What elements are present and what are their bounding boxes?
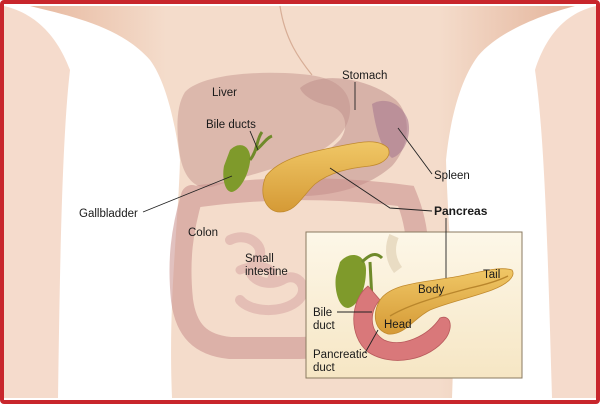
gallbladder [223,145,251,192]
pancreas-inset: Tail Body Head Bile duct Pancreatic duct [305,231,523,379]
pancreas-label: Pancreas [434,204,488,218]
leader-lines [142,82,433,213]
stomach-label: Stomach [342,70,387,82]
inset-pancreatic-duct-label-line1: Pancreatic [313,349,368,361]
inset-head-label: Head [384,319,412,331]
small-intestine-label-line1: Small [245,253,274,265]
inset-body-label: Body [418,284,444,296]
inset-bile-duct-label-line2: duct [313,320,336,332]
pancreas-main [262,141,390,213]
inset-gallbladder [335,255,366,308]
bile-ducts-label: Bile ducts [206,119,256,131]
inset-pancreatic-duct-label-line2: duct [313,362,336,374]
inset-tail-label: Tail [483,269,500,281]
inset-bile-duct-label-line1: Bile [313,307,332,319]
small-intestine-label-line2: intestine [245,266,288,278]
liver-label: Liver [212,87,237,99]
colon-label: Colon [188,227,218,239]
inset-pancreas [374,268,514,335]
liver [177,72,351,188]
spleen-label: Spleen [434,170,470,182]
inset-duodenum [353,285,451,361]
gallbladder-label: Gallbladder [79,208,138,220]
spleen [372,100,410,158]
